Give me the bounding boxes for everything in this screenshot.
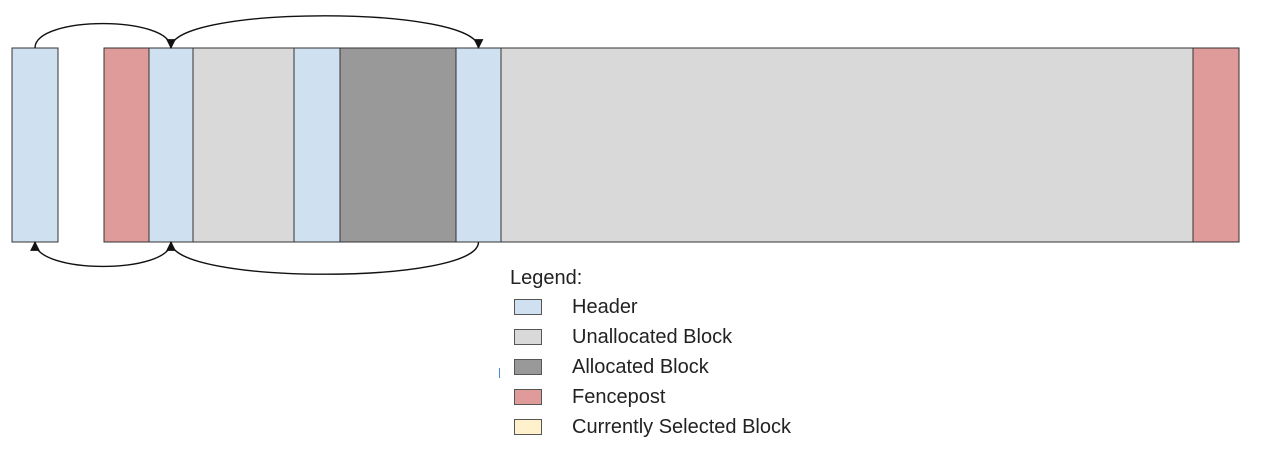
legend-item-fencepost: Fencepost xyxy=(510,382,791,412)
header-block xyxy=(455,47,502,243)
legend-label: Allocated Block xyxy=(572,356,709,378)
legend-swatch-header xyxy=(514,299,542,315)
allocated-block xyxy=(339,47,457,243)
legend-swatch-selected xyxy=(514,419,542,435)
cursor-tick xyxy=(499,368,500,378)
legend-title: Legend: xyxy=(510,267,583,289)
free-list-links xyxy=(30,15,484,275)
link-arrow-bottom xyxy=(166,241,480,275)
fencepost-block xyxy=(1192,47,1240,243)
link-arrow-bottom xyxy=(30,241,172,268)
legend-swatch-fencepost xyxy=(514,389,542,405)
legend-label: Fencepost xyxy=(572,386,666,408)
legend-swatch-allocated xyxy=(514,359,542,375)
header-block xyxy=(148,47,194,243)
legend-swatch-unallocated xyxy=(514,329,542,345)
link-arrow-top xyxy=(170,15,484,49)
legend: Legend: Header Unallocated Block Allocat… xyxy=(510,266,791,442)
link-arrow-top xyxy=(34,22,176,49)
legend-label: Header xyxy=(572,296,638,318)
legend-label: Unallocated Block xyxy=(572,326,733,348)
header-block xyxy=(11,47,59,243)
legend-item-unallocated: Unallocated Block xyxy=(510,322,791,352)
legend-item-allocated: Allocated Block xyxy=(510,352,791,382)
unallocated-block xyxy=(500,47,1194,243)
fencepost-block xyxy=(103,47,150,243)
unallocated-block xyxy=(192,47,295,243)
header-block xyxy=(293,47,341,243)
legend-item-selected: Currently Selected Block xyxy=(510,412,791,442)
legend-label: Currently Selected Block xyxy=(572,416,791,438)
legend-item-header: Header xyxy=(510,292,791,322)
memory-blocks xyxy=(11,47,1240,243)
